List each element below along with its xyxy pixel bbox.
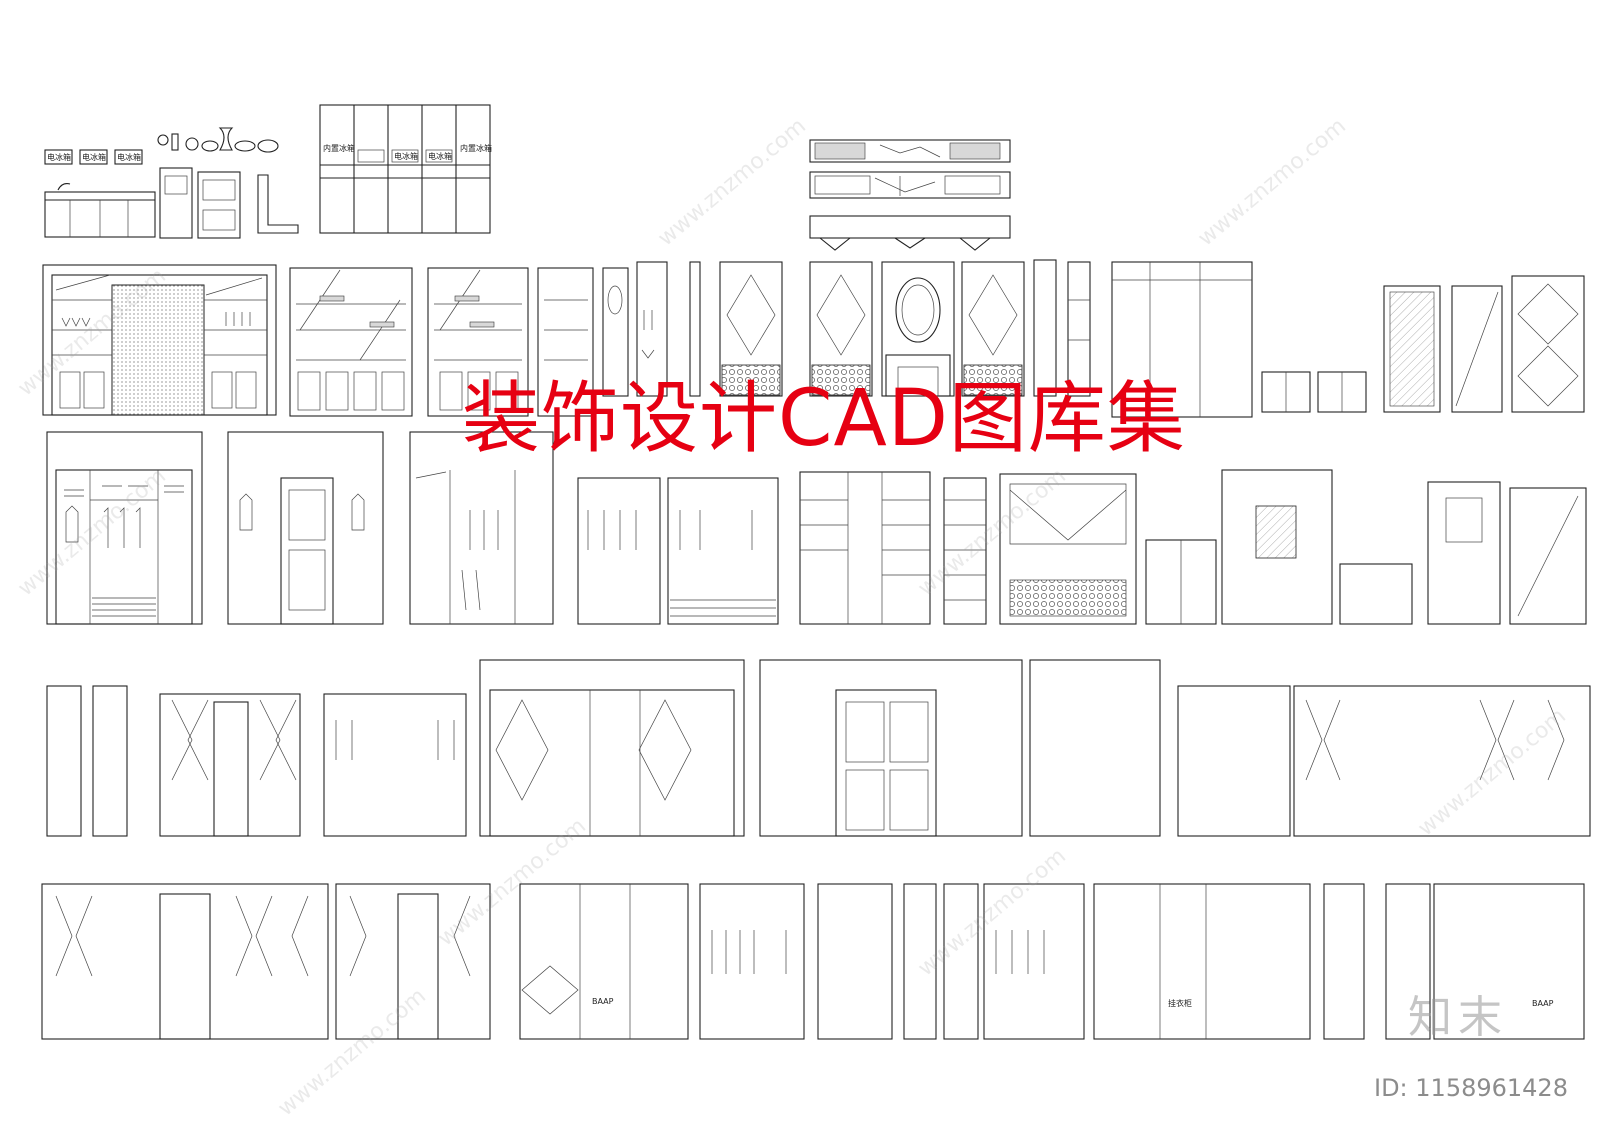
fridge-cabinet-elevation: 内置冰箱 内置冰箱 电冰箱 电冰箱 <box>319 104 492 234</box>
bottom-tag-3: 挂衣柜 <box>1168 998 1192 1008</box>
display-cabinet-elevation-row <box>289 261 668 417</box>
wardrobe-elevation-row-3 <box>46 431 1587 625</box>
page-title: 装饰设计CAD图库集 <box>462 374 1186 464</box>
wardrobe-elevation-row-4 <box>46 659 1591 837</box>
sideboard-plan-elevations <box>809 139 1011 251</box>
bottom-tag-1: BAAP <box>592 997 614 1006</box>
fireplace-wall-elevation <box>689 261 1025 397</box>
appliance-label-4: 电冰箱 <box>394 151 418 161</box>
fridge-label-left: 内置冰箱 <box>323 143 355 153</box>
appliance-label-2: 电冰箱 <box>82 152 106 162</box>
wine-cabinet-elevation-1 <box>42 264 277 416</box>
image-id-label: ID: 1158961428 <box>1374 1074 1568 1102</box>
fridge-label-right: 内置冰箱 <box>460 143 492 153</box>
kitchen-elevation-group: 电冰箱 电冰箱 电冰箱 <box>44 127 299 239</box>
bottom-tag-2: BAAP <box>1532 999 1554 1008</box>
appliance-label-1: 电冰箱 <box>47 152 71 162</box>
brand-logo: 知末 <box>1408 992 1508 1043</box>
tall-cabinet-and-panel-set <box>1033 259 1585 418</box>
appliance-label-3: 电冰箱 <box>117 152 141 162</box>
appliance-label-5: 电冰箱 <box>428 151 452 161</box>
wardrobe-elevation-row-5: BAAP 挂衣柜 BAAP <box>41 883 1585 1040</box>
